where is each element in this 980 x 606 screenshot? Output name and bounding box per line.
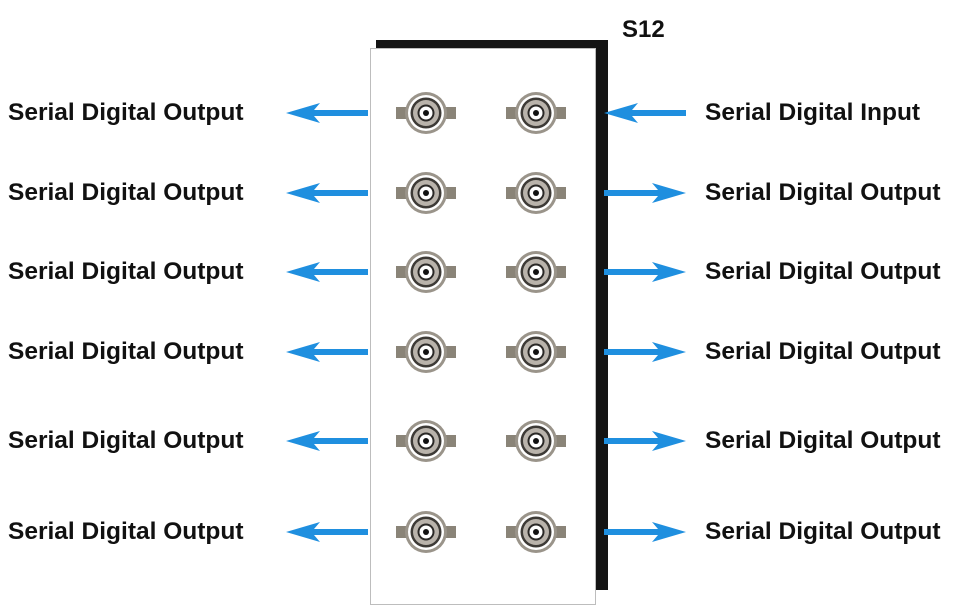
bnc-connector-icon-right-row-1: [506, 92, 566, 134]
left-arrow-row-3: [286, 262, 368, 282]
bnc-connector-icon-right-row-4: [506, 331, 566, 373]
right-arrow-row-1: [604, 103, 686, 123]
bnc-connector-icon-left-row-2: [396, 172, 456, 214]
right-arrow-row-3: [604, 262, 686, 282]
bnc-connector-icon-right-row-3: [506, 251, 566, 293]
left-label-row-3: Serial Digital Output: [8, 258, 244, 285]
left-label-row-2: Serial Digital Output: [8, 179, 244, 206]
right-label-row-3: Serial Digital Output: [705, 258, 941, 285]
bnc-connector-icon-left-row-3: [396, 251, 456, 293]
connector-panel: [370, 48, 596, 605]
left-arrow-row-4: [286, 342, 368, 362]
right-arrow-row-6: [604, 522, 686, 542]
bnc-connector-icon-left-row-5: [396, 420, 456, 462]
left-arrow-row-2: [286, 183, 368, 203]
right-arrow-row-4: [604, 342, 686, 362]
bnc-connector-icon-left-row-1: [396, 92, 456, 134]
right-arrow-row-5: [604, 431, 686, 451]
left-label-row-1: Serial Digital Output: [8, 99, 244, 126]
left-label-row-5: Serial Digital Output: [8, 427, 244, 454]
bnc-connector-icon-left-row-4: [396, 331, 456, 373]
left-label-row-6: Serial Digital Output: [8, 518, 244, 545]
bnc-connector-icon-left-row-6: [396, 511, 456, 553]
right-label-row-1: Serial Digital Input: [705, 99, 921, 126]
right-label-row-4: Serial Digital Output: [705, 338, 941, 365]
left-arrow-row-1: [286, 103, 368, 123]
panel-title: S12: [622, 16, 665, 43]
bnc-connector-icon-right-row-5: [506, 420, 566, 462]
right-label-row-5: Serial Digital Output: [705, 427, 941, 454]
right-arrow-row-2: [604, 183, 686, 203]
right-label-row-6: Serial Digital Output: [705, 518, 941, 545]
bnc-connector-icon-right-row-6: [506, 511, 566, 553]
right-label-row-2: Serial Digital Output: [705, 179, 941, 206]
left-arrow-row-6: [286, 522, 368, 542]
left-arrow-row-5: [286, 431, 368, 451]
bnc-connector-icon-right-row-2: [506, 172, 566, 214]
left-label-row-4: Serial Digital Output: [8, 338, 244, 365]
